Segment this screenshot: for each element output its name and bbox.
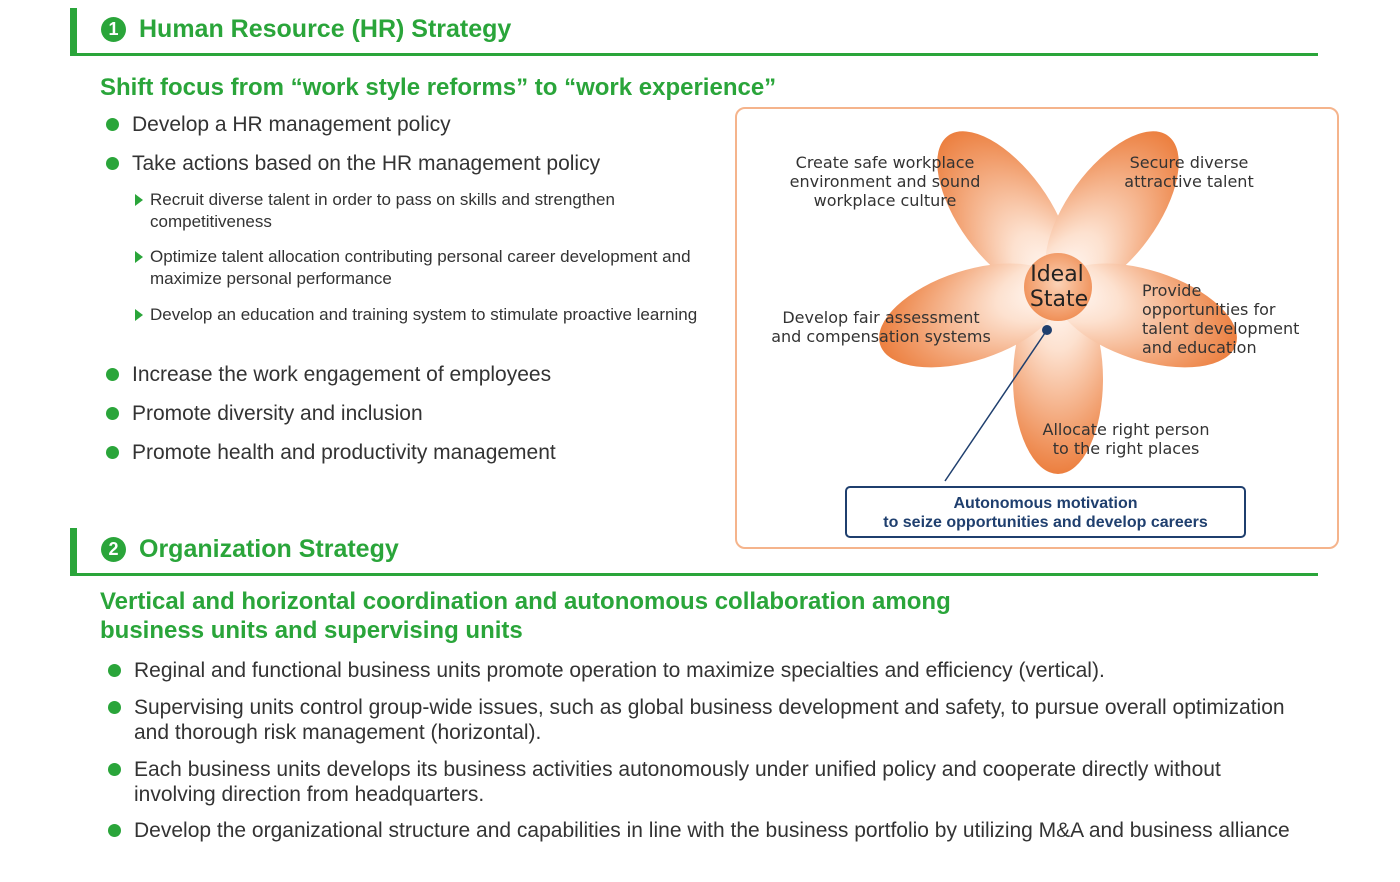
- petal-label: opportunities for: [1142, 300, 1276, 319]
- hr-section-title: Human Resource (HR) Strategy: [139, 15, 512, 43]
- petal-label: and education: [1142, 338, 1257, 357]
- section-number-badge: 2: [101, 537, 126, 562]
- ideal-state-diagram: Ideal State Create safe workplace enviro…: [735, 107, 1339, 549]
- org-subheading: Vertical and horizontal coordination and…: [100, 587, 1200, 645]
- hr-sub-bullet: Develop an education and training system…: [135, 304, 730, 326]
- petal-label: environment and sound: [790, 172, 981, 191]
- hr-sub-bullet: Recruit diverse talent in order to pass …: [135, 189, 730, 233]
- org-section-title: Organization Strategy: [139, 535, 399, 563]
- petal-label: attractive talent: [1124, 172, 1253, 191]
- petal-label: Create safe workplace: [796, 153, 975, 172]
- motivation-line2: to seize opportunities and develop caree…: [883, 514, 1208, 531]
- hr-sub-bullet: Optimize talent allocation contributing …: [135, 246, 730, 290]
- section-number-badge: 1: [101, 17, 126, 42]
- flower-diagram: Ideal State Create safe workplace enviro…: [771, 131, 1299, 482]
- petal-label: workplace culture: [814, 191, 957, 210]
- petal-label: Develop fair assessment: [782, 308, 979, 327]
- hr-subheading: Shift focus from “work style reforms” to…: [100, 74, 777, 101]
- hr-section-header: 1 Human Resource (HR) Strategy: [70, 8, 1318, 56]
- org-bullet: Supervising units control group-wide iss…: [108, 695, 1294, 745]
- petal-top-left: [937, 131, 1071, 294]
- petal-left: [879, 263, 1062, 368]
- petal-label: Secure diverse: [1130, 153, 1249, 172]
- petal-label: to the right places: [1053, 439, 1200, 458]
- pointer-dot: [1042, 325, 1052, 335]
- pointer-line: [944, 329, 1048, 482]
- ideal-state-center: [1024, 253, 1092, 321]
- autonomous-motivation-box: Autonomous motivation to seize opportuni…: [845, 486, 1246, 538]
- org-subheading-line1: Vertical and horizontal coordination and…: [100, 588, 951, 615]
- org-bullet: Develop the organizational structure and…: [108, 818, 1294, 843]
- petal-label: and compensation systems: [771, 327, 991, 346]
- petal-top-right: [1045, 131, 1179, 294]
- hr-bullet: Take actions based on the HR management …: [105, 152, 601, 175]
- org-section-header: 2 Organization Strategy: [70, 528, 1318, 576]
- center-label-line1: Ideal: [1030, 262, 1084, 287]
- org-bullet: Each business units develops its busines…: [108, 757, 1294, 807]
- hr-bullet: Increase the work engagement of employee…: [105, 363, 552, 386]
- hr-bullet: Promote health and productivity manageme…: [106, 441, 556, 464]
- org-bullet: Reginal and functional business units pr…: [108, 658, 1294, 683]
- petal-right: [1054, 263, 1237, 368]
- hr-bullet: Develop a HR management policy: [106, 113, 451, 136]
- petal-label: Provide: [1142, 281, 1201, 300]
- petal-label: talent development: [1142, 319, 1299, 338]
- center-label-line2: State: [1030, 287, 1088, 312]
- petal-label: Allocate right person: [1043, 420, 1210, 439]
- hr-bullet: Promote diversity and inclusion: [106, 402, 423, 425]
- motivation-line1: Autonomous motivation: [953, 495, 1138, 512]
- org-subheading-line2: business units and supervising units: [100, 617, 523, 644]
